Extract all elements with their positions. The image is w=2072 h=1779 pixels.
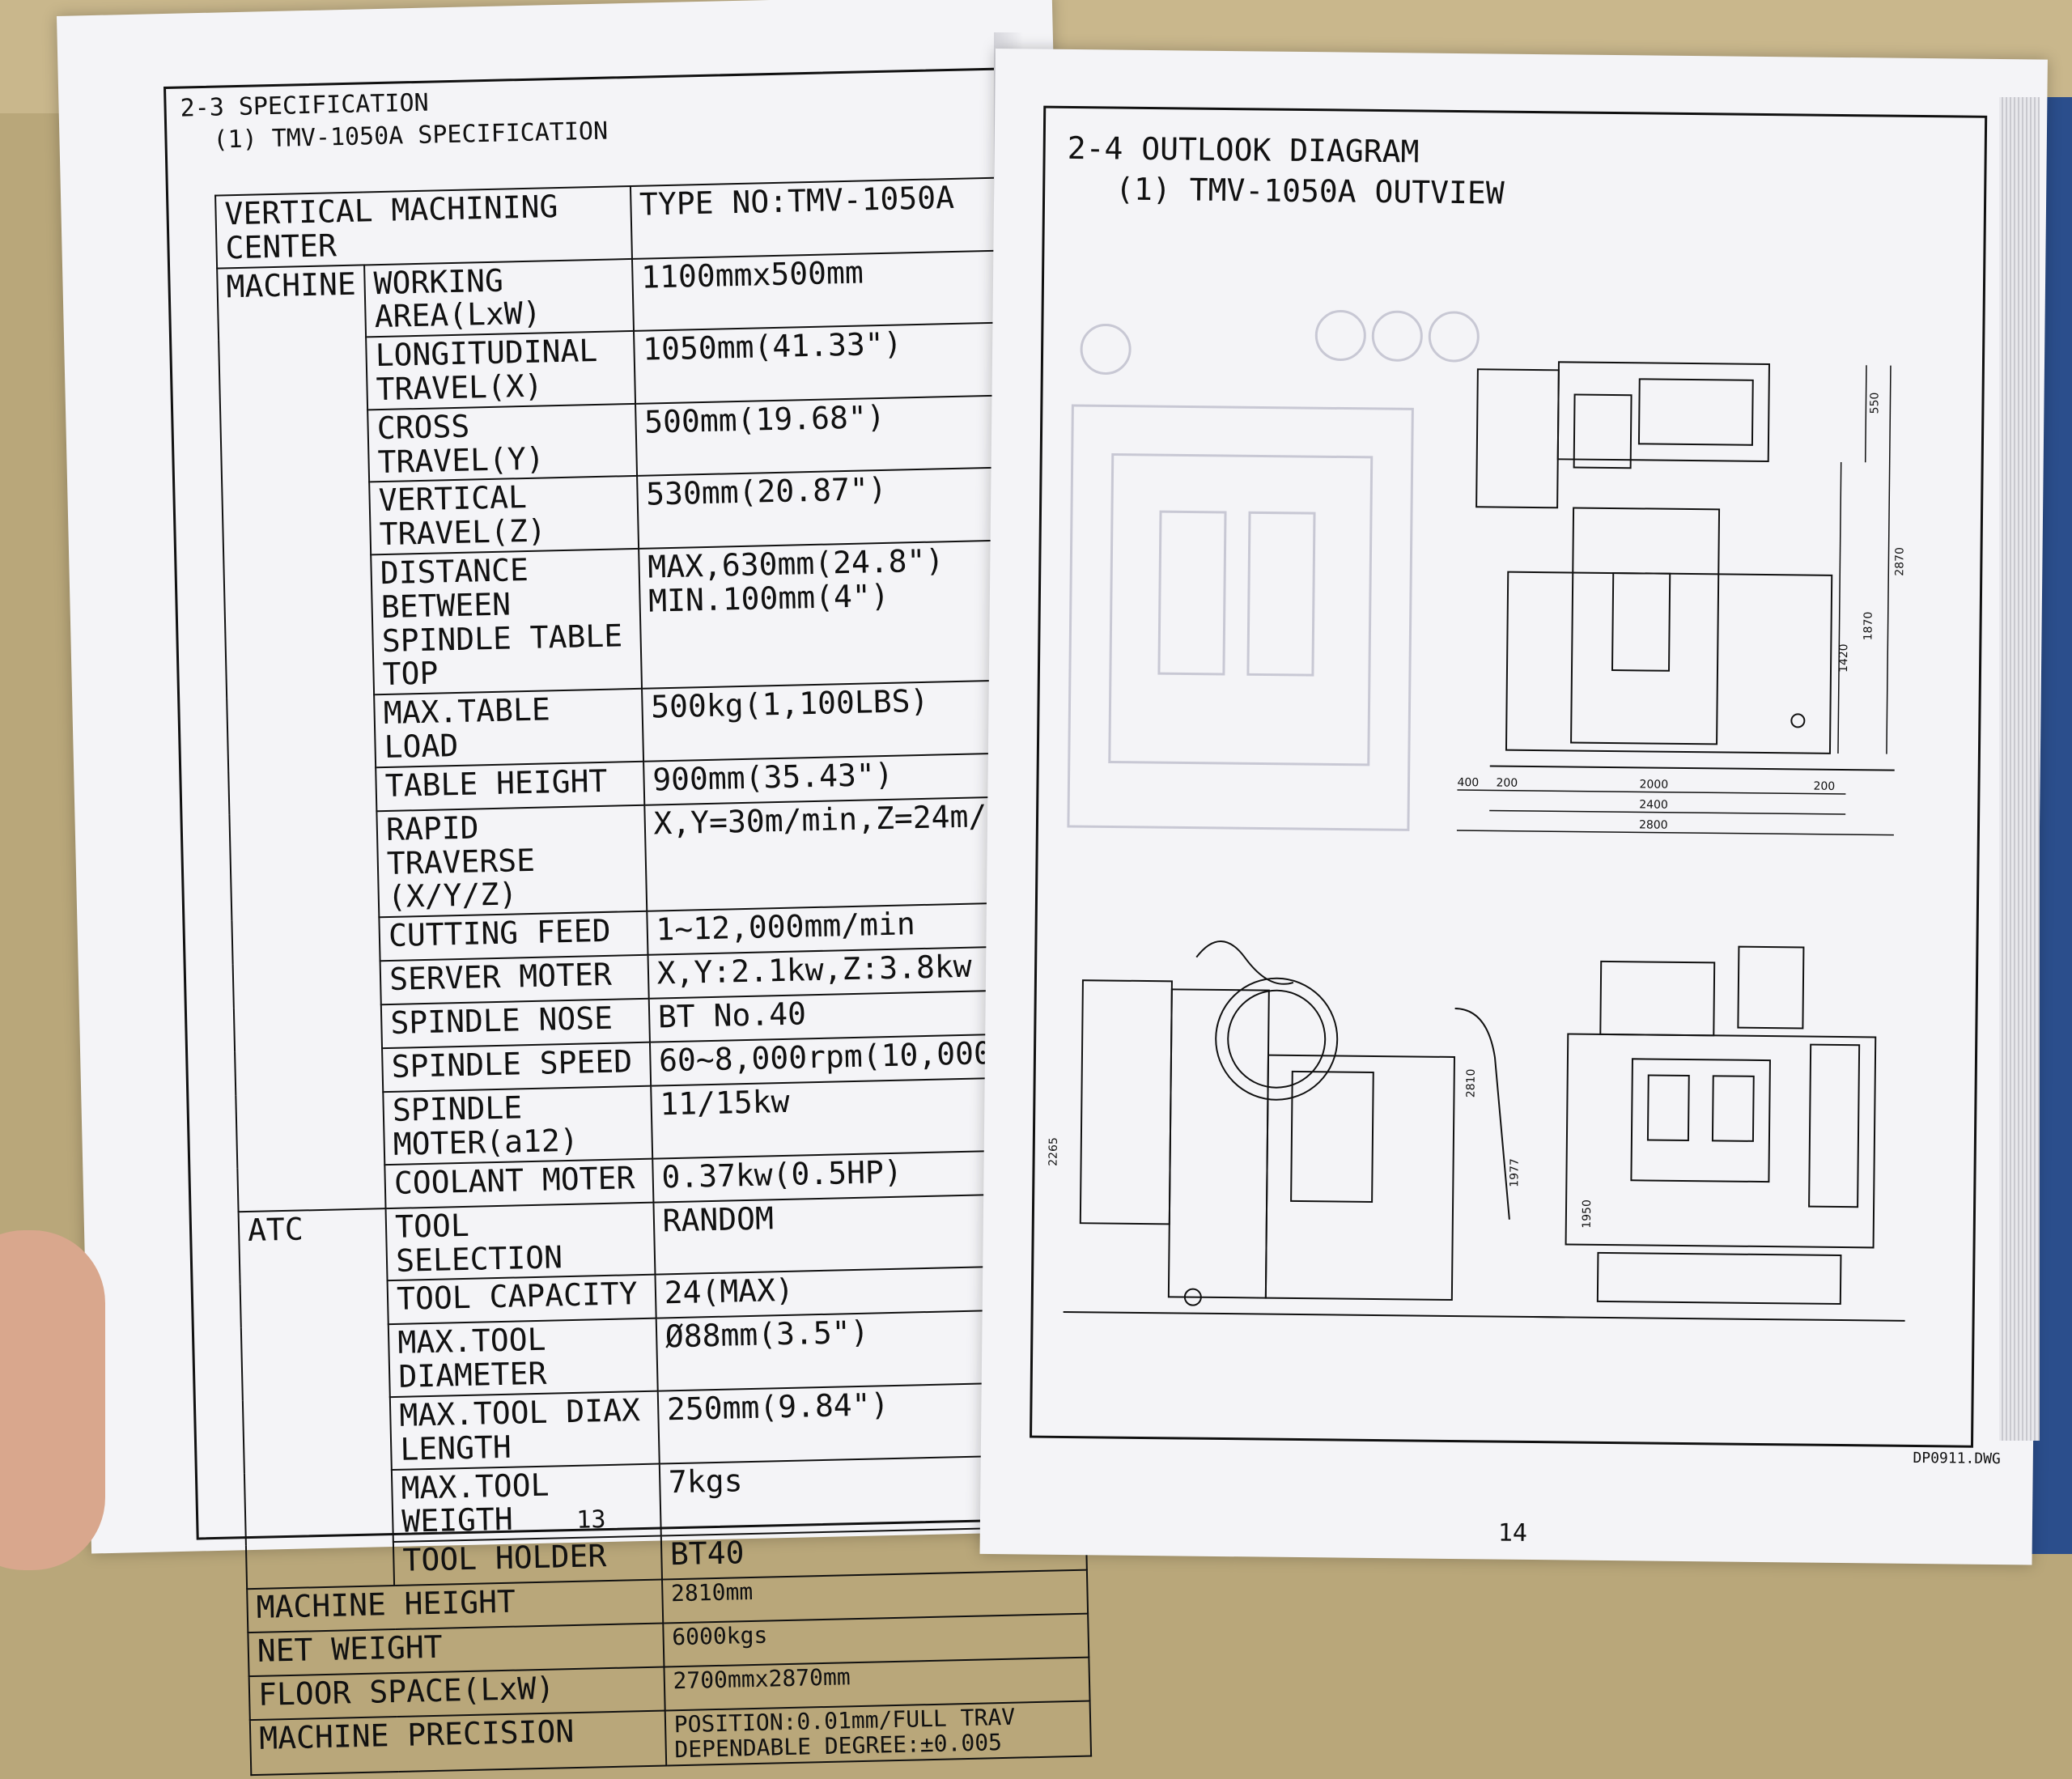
spec-item: MAX.TOOL DIAMETER [388,1318,658,1398]
section-heading: 2-3 SPECIFICATION [180,88,429,123]
thumb [0,1230,105,1570]
spec-item: SERVER MOTER [380,954,649,1005]
page-number-right: 14 [1497,1518,1528,1548]
spec-item: MAX.TOOL DIAX LENGTH [389,1391,660,1470]
spec-item: DISTANCE BETWEEN SPINDLE TABLE TOP [371,548,642,695]
group-label: ATC [238,1208,395,1590]
spec-item: TOOL HOLDER [393,1535,662,1586]
group-label: MACHINE [217,265,386,1212]
dim-2800: 2800 [1639,818,1668,831]
spec-item: MAX.TOOL WEIGTH [391,1463,661,1543]
spec-item: MACHINE PRECISION [249,1710,666,1775]
dim-1870: 1870 [1862,612,1875,641]
spec-item: CUTTING FEED [379,911,648,962]
spec-item: CROSS TRAVEL(Y) [367,403,637,482]
dim-200-left: 200 [1496,777,1518,790]
table-header-left: VERTICAL MACHINING CENTER [215,185,632,269]
dim-1950: 1950 [1581,1199,1594,1229]
dim-550: 550 [1868,393,1881,414]
side-view-drawing [1063,940,1565,1318]
dim-1420: 1420 [1837,643,1850,673]
page-edge-stack [1999,97,2040,1441]
spec-value: POSITION:0.01mm/FULL TRAV DEPENDABLE DEG… [664,1700,1092,1766]
dim-2870: 2870 [1893,547,1906,576]
spec-item: SPINDLE MOTER(a12) [383,1085,652,1165]
spec-item: LONGITUDINAL TRAVEL(X) [366,331,635,410]
dim-400: 400 [1457,776,1479,789]
ghost-drawing [1067,309,1480,831]
spec-item: RAPID TRAVERSE (X/Y/Z) [376,805,647,918]
spec-item: WORKING AREA(LxW) [364,258,634,338]
front-view-drawing [1475,361,1895,771]
dim-2810: 2810 [1464,1069,1477,1098]
right-page: 2-4 OUTLOOK DIAGRAM (1) TMV-1050A OUTVIE… [979,49,2048,1565]
dim-2000: 2000 [1639,778,1668,791]
spec-item: TOOL CAPACITY [387,1274,656,1325]
page-number: 13 [575,1505,606,1535]
drawing-file-label: DP0911.DWG [1913,1449,2001,1468]
dim-200-right: 200 [1813,780,1835,793]
spec-item: MAX.TABLE LOAD [374,688,643,768]
spec-item: SPINDLE SPEED [382,1042,651,1093]
outlook-diagram: 400 200 2000 200 2400 2800 550 2870 1870… [1047,309,1907,1322]
spec-table: VERTICAL MACHINING CENTER TYPE NO:TMV-10… [214,176,1092,1776]
rear-view-drawing [1532,945,1905,1322]
spec-item: TABLE HEIGHT [376,761,644,812]
front-view-dimension-lines [1456,365,1894,836]
dim-2400: 2400 [1639,798,1668,811]
dim-1977: 1977 [1508,1158,1521,1187]
spec-item: VERTICAL TRAVEL(Z) [369,476,639,555]
left-page: 2-3 SPECIFICATION (1) TMV-1050A SPECIFIC… [57,0,1100,1775]
dim-2265: 2265 [1047,1137,1060,1166]
spec-item: SPINDLE NOSE [380,998,650,1049]
spec-item: TOOL SELECTION [385,1202,656,1281]
spec-item: COOLANT MOTER [384,1158,654,1208]
